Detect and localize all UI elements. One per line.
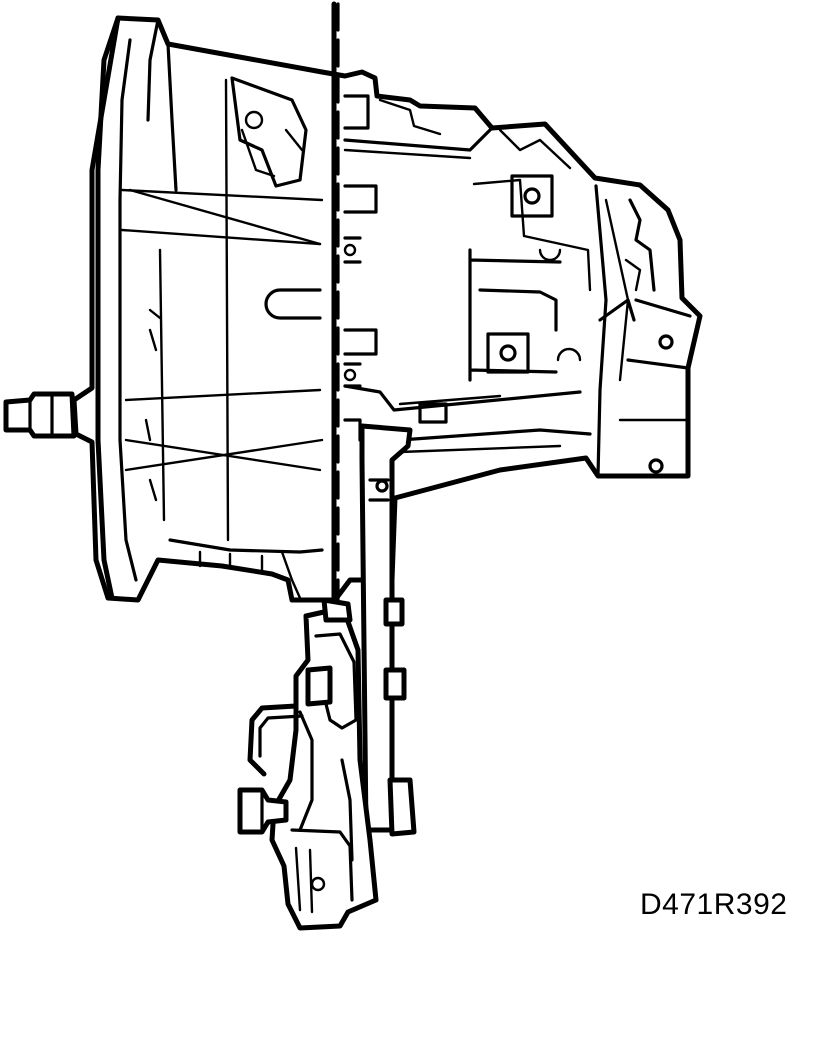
- shift-rod: [359, 423, 413, 833]
- bell-flange-inner: [118, 38, 138, 582]
- shift-tower: [237, 597, 379, 931]
- gearbox-case: [343, 94, 592, 454]
- bell-flange: [95, 15, 121, 601]
- input-shaft: [3, 391, 77, 439]
- split-line: [331, 1, 340, 603]
- rear-extension: [594, 184, 692, 478]
- transmission-housing: [71, 15, 703, 603]
- shift-linkage: [359, 423, 417, 837]
- input-shaft-body: [3, 391, 77, 439]
- figure-reference-code: D471R392: [640, 888, 788, 921]
